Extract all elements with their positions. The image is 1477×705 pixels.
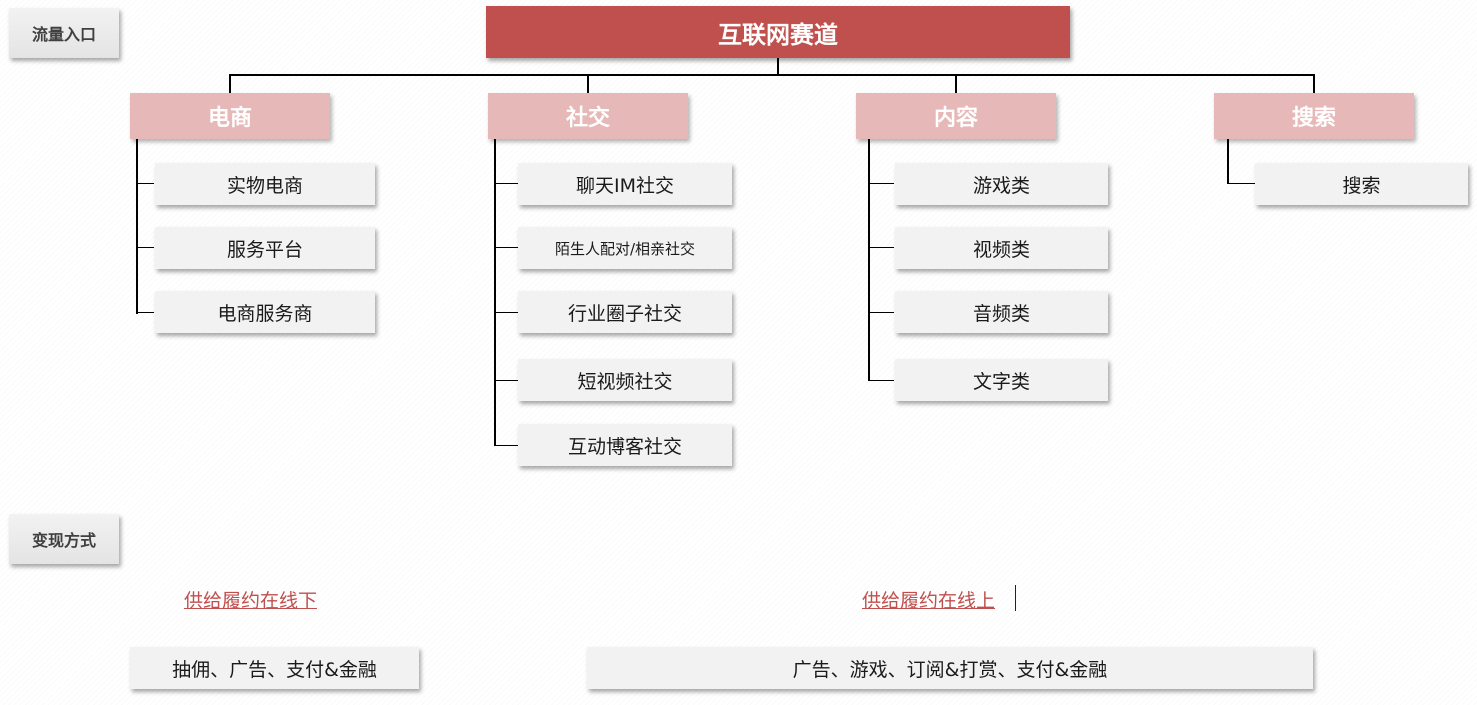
leaf-short-video-social[interactable]: 短视频社交 [518,359,732,401]
social-branch-1 [494,183,518,184]
leaf-industry-circle-social[interactable]: 行业圈子社交 [518,291,732,333]
leaf-text[interactable]: 文字类 [895,359,1108,401]
leaf-ecommerce-service-provider[interactable]: 电商服务商 [155,291,375,333]
ecommerce-branch-2 [136,247,154,248]
leaf-service-platform[interactable]: 服务平台 [155,227,375,269]
offline-monetization-methods[interactable]: 抽佣、广告、支付&金融 [130,647,419,689]
category-bus-line [229,74,1315,76]
social-branch-3 [494,312,518,313]
search-branch-1 [1227,183,1255,184]
content-branch-3 [868,312,894,313]
leaf-stranger-matching-social[interactable]: 陌生人配对/相亲社交 [518,227,732,269]
category-ecommerce[interactable]: 电商 [130,93,330,139]
leaf-physical-ecommerce[interactable]: 实物电商 [155,163,375,205]
ecommerce-spine [136,139,138,314]
social-branch-4 [494,380,518,381]
leaf-search[interactable]: 搜索 [1255,163,1468,205]
online-fulfillment-link[interactable]: 供给履约在线上 [862,590,996,612]
traffic-entry-label: 流量入口 [9,8,119,58]
root-stem-line [777,58,779,75]
search-spine [1227,139,1229,184]
drop-line-ecommerce [229,74,231,93]
drop-line-social [587,74,589,93]
social-branch-5 [494,445,518,446]
category-content[interactable]: 内容 [856,93,1056,139]
content-branch-2 [868,247,894,248]
ecommerce-branch-1 [136,183,154,184]
content-branch-1 [868,183,894,184]
ecommerce-branch-3 [136,312,154,313]
leaf-games[interactable]: 游戏类 [895,163,1108,205]
content-branch-4 [868,380,894,381]
drop-line-search [1313,74,1315,93]
monetization-label: 变现方式 [9,514,119,564]
social-branch-2 [494,247,518,248]
social-spine [494,139,496,446]
drop-line-content [955,74,957,93]
content-spine [868,139,870,381]
leaf-chat-im-social[interactable]: 聊天IM社交 [518,163,732,205]
leaf-interactive-blog-social[interactable]: 互动博客社交 [518,424,732,466]
root-node[interactable]: 互联网赛道 [486,6,1070,58]
offline-fulfillment-link[interactable]: 供给履约在线下 [184,590,318,612]
online-monetization-methods[interactable]: 广告、游戏、订阅&打赏、支付&金融 [587,647,1313,689]
text-cursor [1015,585,1016,611]
leaf-audio[interactable]: 音频类 [895,291,1108,333]
category-search[interactable]: 搜索 [1214,93,1414,139]
category-social[interactable]: 社交 [488,93,688,139]
leaf-video[interactable]: 视频类 [895,227,1108,269]
